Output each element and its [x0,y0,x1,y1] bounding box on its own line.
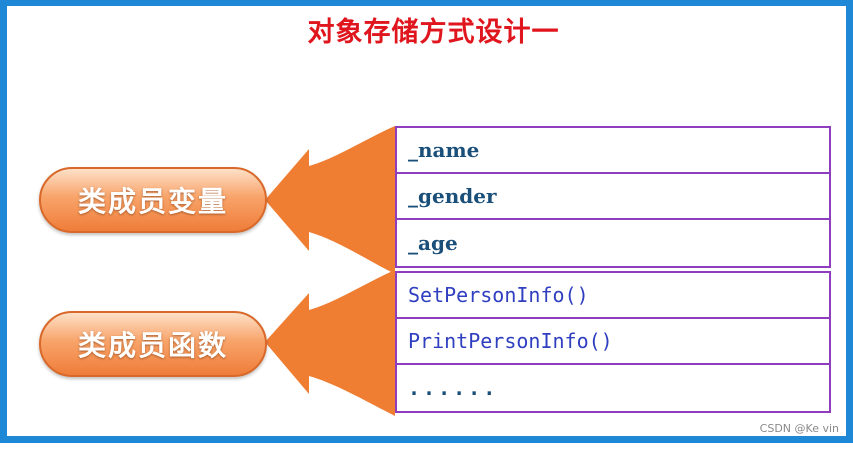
function-row-print: PrintPersonInfo() [397,319,829,365]
member-functions-table: SetPersonInfo() PrintPersonInfo() ...... [395,271,831,413]
variable-row-age: _age [397,220,829,266]
variable-row-name: _name [397,128,829,174]
function-row-ellipsis: ...... [397,365,829,411]
variable-row-gender: _gender [397,174,829,220]
member-variables-table: _name _gender _age [395,126,831,268]
member-variables-label: 类成员变量 [39,167,267,233]
function-row-set: SetPersonInfo() [397,273,829,319]
functions-arrow [265,270,395,416]
watermark: CSDN @Ke vin [760,422,839,435]
member-functions-label: 类成员函数 [39,311,267,377]
variables-arrow [265,126,395,274]
